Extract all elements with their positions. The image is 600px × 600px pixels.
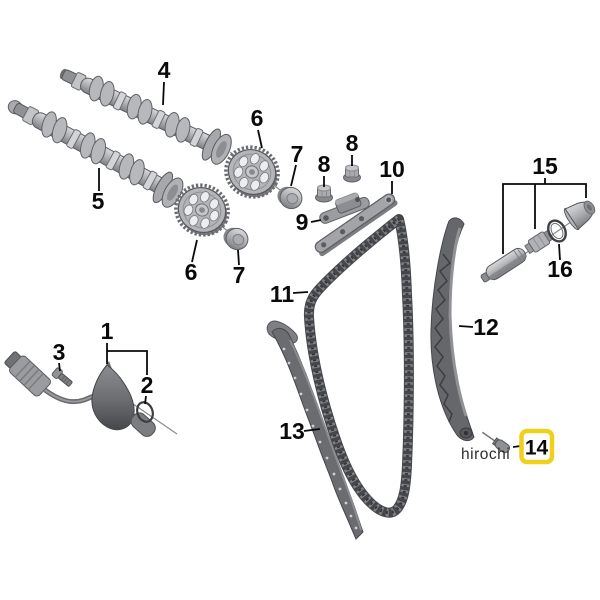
callout-4: 4: [158, 57, 171, 83]
callout-1: 1: [101, 318, 114, 344]
callout-11: 11: [270, 281, 295, 307]
callout-8-right: 8: [346, 130, 359, 156]
part-6-sprocket-upper: [224, 145, 280, 199]
part-15-tensioner-cap: [563, 200, 596, 231]
part-12-tensioner-guide: [430, 217, 475, 442]
callout-7-upper: 7: [291, 141, 304, 167]
callout-12: 12: [473, 314, 499, 340]
part-15-tensioner-plunger: [480, 247, 527, 283]
callout-15: 15: [532, 153, 558, 179]
part-14-pin-bolt: [481, 431, 511, 454]
part-4-camshaft: [59, 68, 232, 165]
part-15-tensioner-nut: [524, 229, 555, 255]
callout-labels: 1 2 3 4 5 6 6 7 7 8 8 9 10 11 12 13 15 1…: [53, 57, 573, 444]
highlighted-callout-14: 14: [519, 428, 555, 465]
callout-8-left: 8: [318, 151, 331, 177]
callout-5: 5: [92, 188, 105, 214]
part-8-nut-left: [315, 184, 333, 203]
part-13-slide-rail: [266, 320, 364, 540]
part-8-nut-right: [343, 164, 361, 183]
callout-7-lower: 7: [233, 262, 246, 288]
callout-13: 13: [279, 418, 305, 444]
part-1-sensor-assembly: [4, 351, 156, 437]
callout-6-upper: 6: [251, 105, 264, 131]
callout-2: 2: [141, 372, 154, 398]
leader-lines: [58, 81, 587, 448]
part-2-o-ring: [136, 401, 154, 423]
callout-6-lower: 6: [185, 259, 198, 285]
callout-16: 16: [547, 256, 573, 282]
part-11-timing-chain: [303, 212, 414, 518]
part-16-o-ring: [547, 219, 567, 243]
highlight-box: [519, 428, 555, 465]
part-9-bracket: [319, 192, 370, 224]
part-7-bolt-upper: [277, 186, 303, 210]
part-6-sprocket-lower: [174, 183, 230, 237]
callout-14: 14: [525, 437, 549, 460]
callout-3: 3: [53, 339, 66, 365]
watermark-text: hirochi: [461, 446, 510, 463]
callout-9: 9: [296, 209, 309, 235]
part-5-camshaft: [7, 100, 184, 208]
callout-10: 10: [379, 156, 405, 182]
part-7-bolt-lower: [223, 227, 249, 251]
part-10-guide-rail: [314, 193, 398, 257]
slide-rail-rivet-holes: [282, 347, 358, 530]
